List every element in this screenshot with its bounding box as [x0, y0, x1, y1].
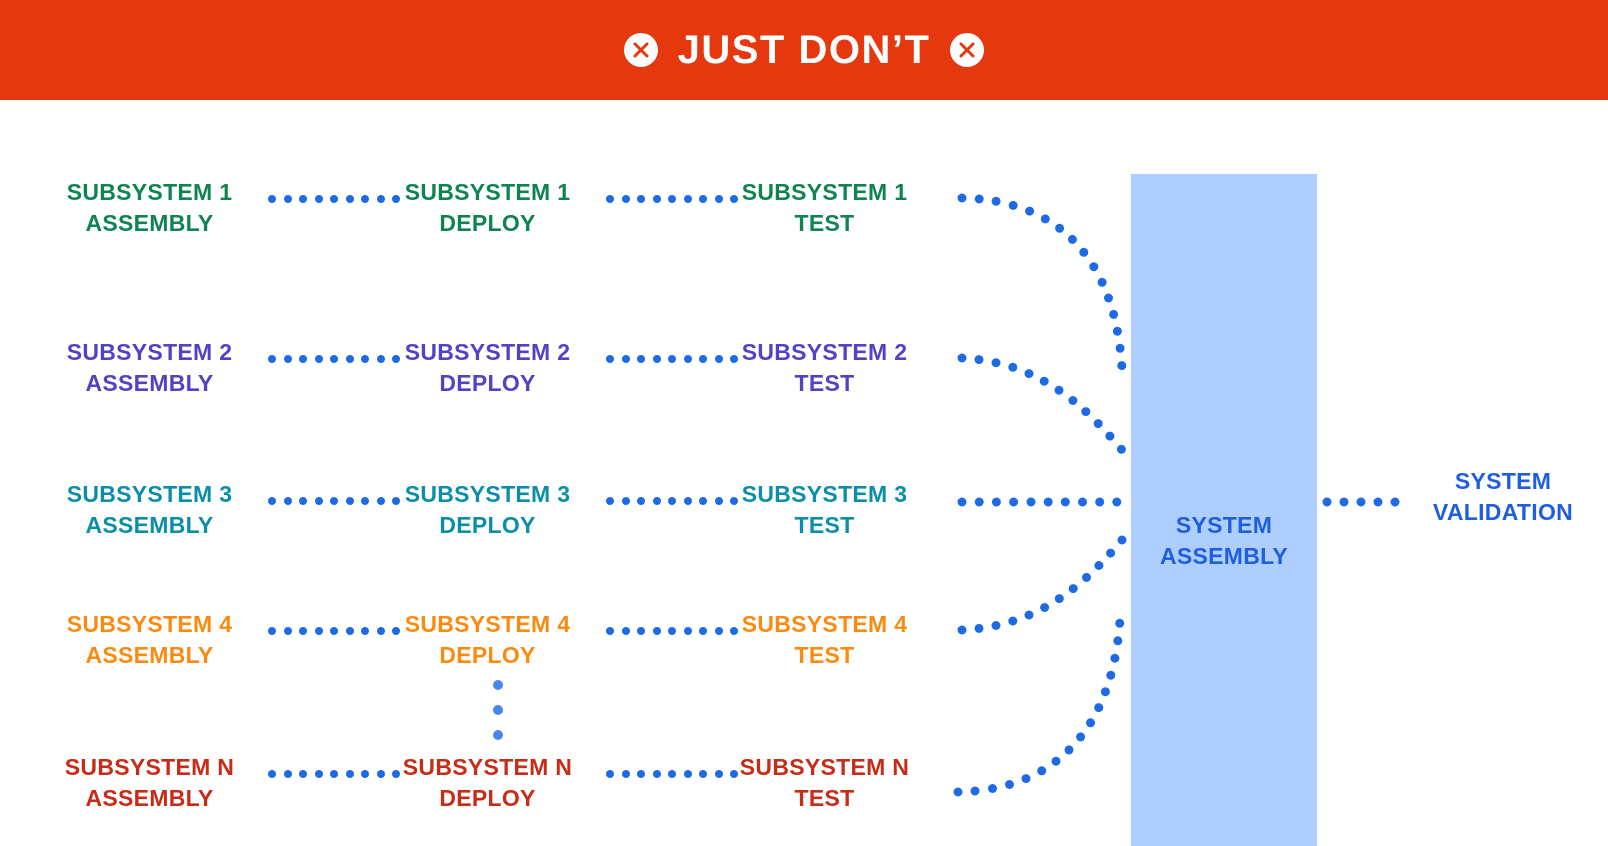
node-subsystem-3-deploy: SUBSYSTEM 3 DEPLOY [404, 481, 571, 538]
node-subsystem-2-assembly: SUBSYSTEM 2 ASSEMBLY [66, 339, 233, 396]
banner-title: JUST DON’T [677, 28, 931, 72]
node-subsystem-n-test: SUBSYSTEM N TEST [739, 754, 910, 811]
node-subsystem-4-deploy: SUBSYSTEM 4 DEPLOY [404, 611, 571, 668]
node-subsystem-2-deploy: SUBSYSTEM 2 DEPLOY [404, 339, 571, 396]
connector-5-assembly-to-deploy [268, 770, 400, 778]
curve-subsystem-4-to-system-assembly [957, 535, 1127, 635]
connector-3-deploy-to-test [606, 497, 738, 505]
curve-subsystem-2-to-system-assembly [957, 353, 1126, 454]
connector-system-assembly-to-system-validation [1322, 497, 1400, 507]
ellipsis-dot [493, 705, 503, 715]
node-subsystem-n-assembly: SUBSYSTEM N ASSEMBLY [64, 754, 235, 811]
banner-inner: JUST DON’T [623, 28, 985, 72]
ellipsis-dot [493, 680, 503, 690]
node-subsystem-1-assembly: SUBSYSTEM 1 ASSEMBLY [66, 179, 233, 236]
connector-2-deploy-to-test [606, 355, 738, 363]
node-subsystem-n-deploy: SUBSYSTEM N DEPLOY [402, 754, 573, 811]
curve-subsystem-n-to-system-assembly [953, 618, 1125, 797]
connector-1-assembly-to-deploy [268, 195, 400, 203]
pipeline-diagram: SUBSYSTEM 1 ASSEMBLY SUBSYSTEM 1 DEPLOY SU… [0, 100, 1608, 846]
connector-5-deploy-to-test [606, 770, 738, 778]
ellipsis-dot [493, 730, 503, 740]
node-subsystem-4-test: SUBSYSTEM 4 TEST [741, 611, 908, 668]
system-validation-label: SYSTEM VALIDATION [1432, 468, 1574, 525]
curve-subsystem-3-to-system-assembly [957, 497, 1122, 507]
circle-x-icon-right [950, 33, 985, 67]
connector-2-assembly-to-deploy [268, 355, 400, 363]
node-subsystem-1-test: SUBSYSTEM 1 TEST [741, 179, 908, 236]
node-subsystem-3-test: SUBSYSTEM 3 TEST [741, 481, 908, 538]
circle-x-icon-left [623, 33, 658, 67]
node-subsystem-2-test: SUBSYSTEM 2 TEST [741, 339, 908, 396]
vertical-ellipsis [493, 680, 503, 755]
connector-4-deploy-to-test [606, 627, 738, 635]
node-subsystem-3-assembly: SUBSYSTEM 3 ASSEMBLY [66, 481, 233, 538]
node-subsystem-4-assembly: SUBSYSTEM 4 ASSEMBLY [66, 611, 233, 668]
system-assembly-block: SYSTEM ASSEMBLY [1131, 174, 1317, 846]
curve-subsystem-1-to-system-assembly [957, 193, 1127, 371]
system-assembly-label: SYSTEM ASSEMBLY [1159, 511, 1289, 569]
node-subsystem-1-deploy: SUBSYSTEM 1 DEPLOY [404, 179, 571, 236]
banner: JUST DON’T [0, 0, 1608, 100]
connector-3-assembly-to-deploy [268, 497, 400, 505]
connector-1-deploy-to-test [606, 195, 738, 203]
connector-4-assembly-to-deploy [268, 627, 400, 635]
